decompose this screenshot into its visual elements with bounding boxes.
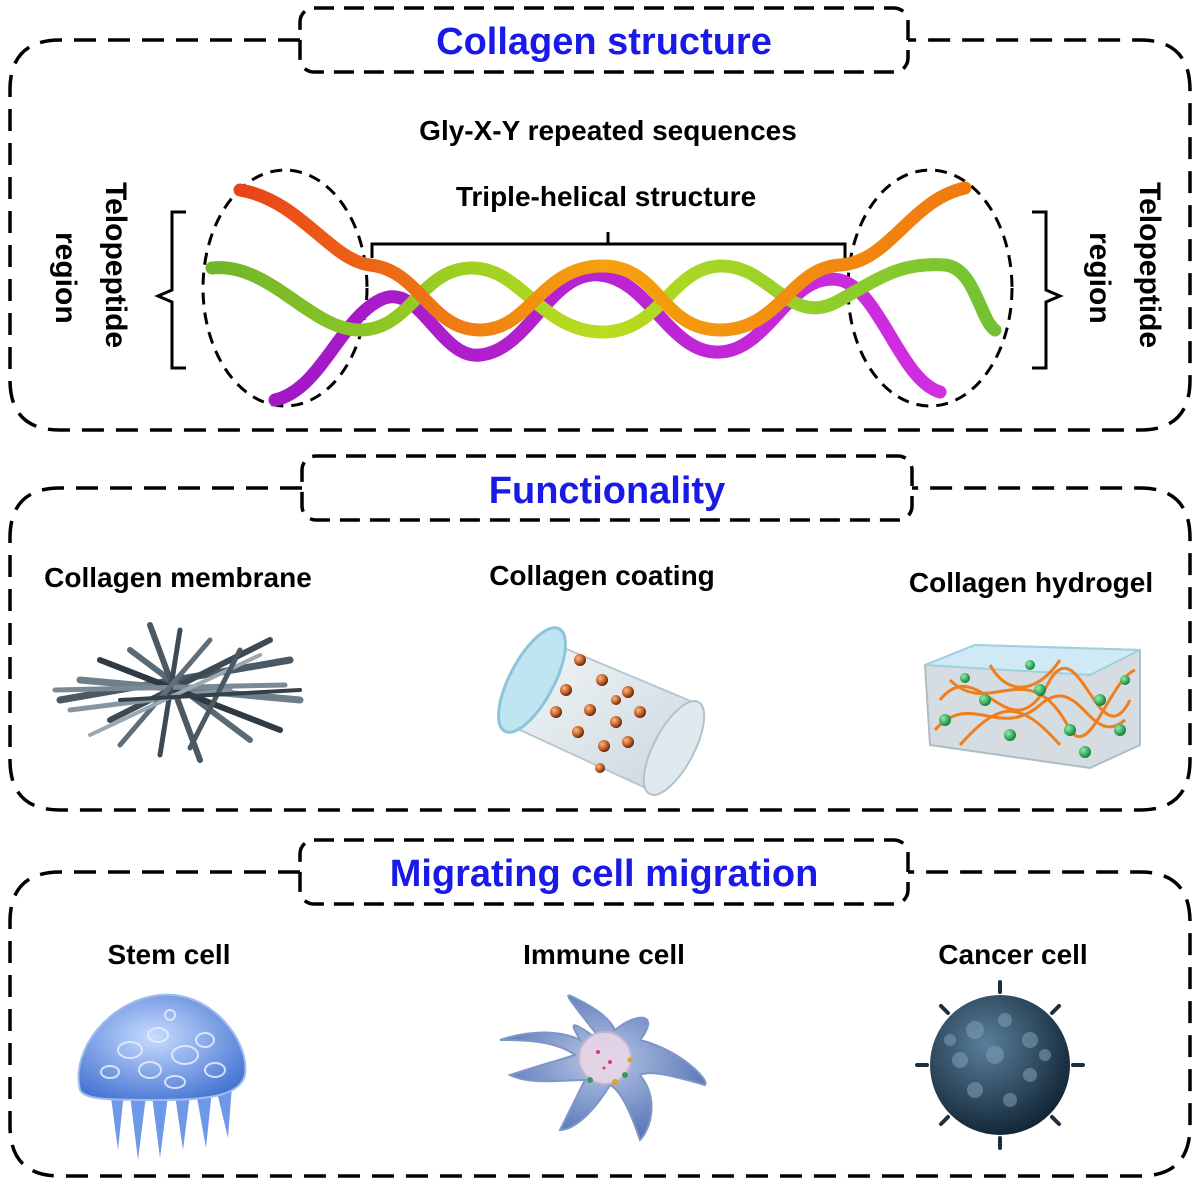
triple-helix [205, 181, 1002, 407]
right-brace [1032, 210, 1064, 370]
telopeptide-right-label-line2: region [1083, 232, 1116, 324]
migration-section: Migrating cell migration Stem cell Immun… [8, 838, 1192, 1178]
functionality-section: Functionality Collagen membrane Collagen… [8, 454, 1192, 812]
coating-label: Collagen coating [489, 560, 715, 591]
telopeptide-left-label-line2: region [49, 232, 82, 324]
functionality-title: Functionality [489, 470, 725, 512]
left-brace [154, 210, 186, 370]
functionality-title-box [300, 454, 914, 522]
structure-title-box [298, 6, 910, 74]
helix-bracket [370, 232, 847, 258]
immune-cell-icon [499, 994, 707, 1142]
sequence-label: Gly-X-Y repeated sequences [419, 115, 797, 146]
structure-title: Collagen structure [436, 21, 772, 63]
migration-title-box [298, 838, 910, 906]
stem-cell-icon [77, 993, 247, 1160]
helix-label: Triple-helical structure [456, 181, 756, 212]
orange-strand [233, 181, 972, 337]
telopeptide-right-label: Telopeptide [1133, 182, 1166, 348]
membrane-label: Collagen membrane [44, 562, 312, 593]
migration-frame [8, 870, 1192, 1178]
migration-title: Migrating cell migration [390, 853, 819, 895]
functionality-frame [8, 486, 1192, 812]
collagen-structure-section: Collagen structure Gly-X-Y repeated sequ… [8, 6, 1192, 432]
green-strand [205, 258, 1002, 339]
cancer-cell-icon [915, 980, 1085, 1150]
hydrogel-block-icon [923, 643, 1141, 770]
magenta-strand [268, 268, 947, 407]
coated-cylinder-icon [497, 626, 706, 796]
cancer-cell-label: Cancer cell [938, 939, 1087, 970]
hydrogel-label: Collagen hydrogel [909, 567, 1153, 598]
stem-cell-label: Stem cell [108, 939, 231, 970]
right-telopeptide-ellipse [846, 168, 1014, 408]
immune-cell-label: Immune cell [523, 939, 685, 970]
left-telopeptide-ellipse [201, 168, 369, 408]
fiber-mesh-icon [52, 622, 304, 763]
telopeptide-left-label: Telopeptide [99, 182, 132, 348]
structure-frame [8, 38, 1192, 432]
